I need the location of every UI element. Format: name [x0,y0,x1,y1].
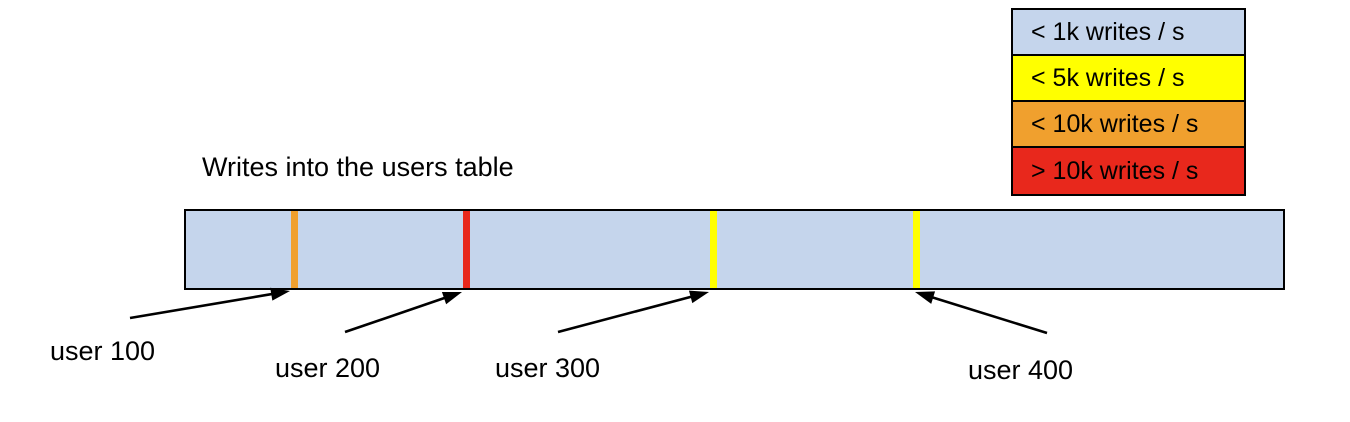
callout-label-2: user 300 [495,353,601,383]
legend-row-1: < 5k writes / s [1013,56,1244,102]
legend-label: < 1k writes / s [1031,17,1185,46]
page-title: Writes into the users table [202,152,514,182]
legend-label: < 10k writes / s [1031,109,1199,138]
arrow-1 [344,291,462,334]
marker-yellow-2 [913,211,920,288]
marker-yellow-1 [710,211,717,288]
legend-label: > 10k writes / s [1031,156,1199,185]
users-table-bar [184,209,1285,290]
legend-row-0: < 1k writes / s [1013,10,1244,56]
arrow-0 [129,287,290,320]
marker-orange [291,211,298,288]
arrow-2 [557,290,709,334]
callout-label-0: user 100 [50,336,156,366]
write-rate-legend: < 1k writes / s < 5k writes / s < 10k writ… [1011,8,1246,196]
callout-label-1: user 200 [275,353,381,383]
callout-label-3: user 400 [968,355,1074,385]
arrow-3 [915,291,1048,335]
legend-row-2: < 10k writes / s [1013,102,1244,148]
marker-red [463,211,470,288]
legend-label: < 5k writes / s [1031,63,1185,92]
legend-row-3: > 10k writes / s [1013,148,1244,194]
